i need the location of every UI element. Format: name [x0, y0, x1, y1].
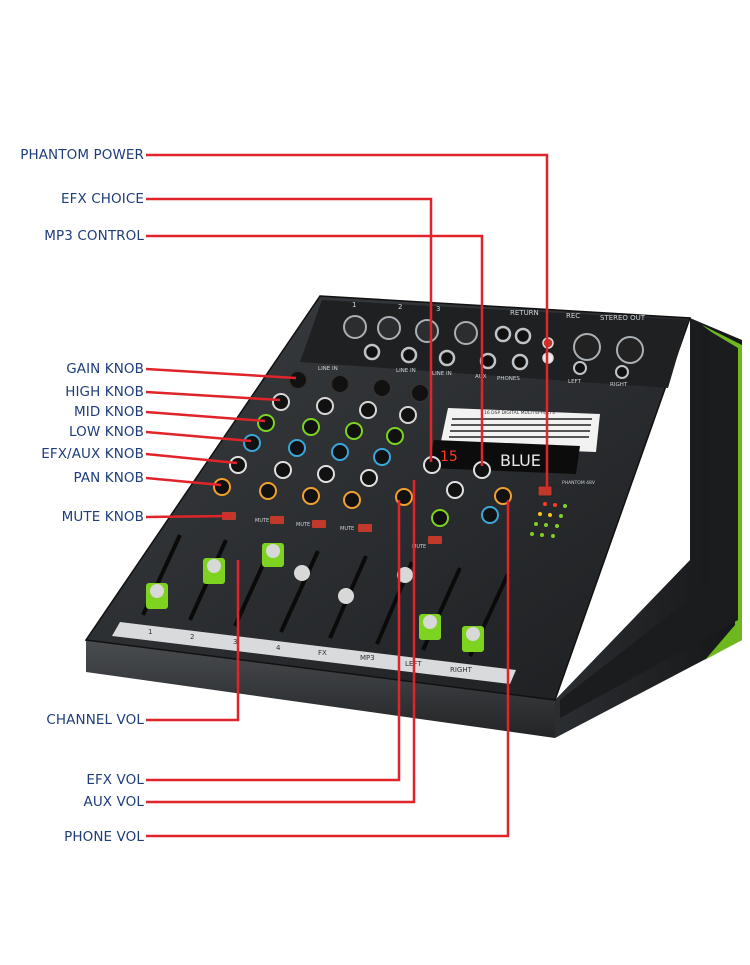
mute-label-2: MUTE	[296, 522, 310, 528]
fader-1	[141, 534, 182, 616]
callout-label-pan-knob: PAN KNOB	[73, 470, 144, 486]
callout-label-aux-vol: AUX VOL	[83, 794, 144, 810]
xlr-jack-3	[415, 319, 439, 343]
top-label-return: RETURN	[510, 309, 539, 317]
callout-label-phone-vol: PHONE VOL	[64, 829, 144, 845]
mute-buttons	[222, 512, 442, 544]
top-label-2: 2	[398, 303, 402, 311]
callout-line-channel-vol	[146, 560, 240, 722]
callout-line-mute	[145, 514, 231, 519]
fader-label-1: 1	[148, 628, 152, 636]
callout-label-phantom-power: PHANTOM POWER	[20, 147, 144, 163]
effect-display	[428, 440, 580, 474]
fader-label-fx: FX	[318, 649, 327, 657]
stereo-out-right	[616, 336, 644, 364]
top-label-1: 1	[352, 301, 356, 309]
channel-4-knobs	[343, 383, 430, 509]
callout-label-efx-choice: EFX CHOICE	[61, 191, 144, 207]
mixer-front-edge	[86, 640, 555, 738]
top-label-stereo-out: STEREO OUT	[600, 314, 646, 322]
xlr-inputs	[343, 315, 478, 345]
callout-label-efx-vol: EFX VOL	[86, 772, 144, 788]
callout-label-channel-vol: CHANNEL VOL	[46, 712, 144, 728]
callout-line-pan	[145, 476, 222, 487]
phantom-switch	[537, 485, 553, 497]
jack-label-6: LEFT	[568, 379, 582, 385]
callout-line-phantom	[146, 153, 549, 490]
top-label-3: 3	[436, 305, 440, 313]
fader-right	[462, 573, 510, 657]
jack-label-1: LINE IN	[318, 366, 338, 372]
callout-line-efx-choice	[146, 197, 433, 462]
stereo-out-jacks	[573, 333, 644, 379]
channel-1-knobs	[213, 370, 308, 496]
fader-3	[233, 543, 284, 627]
xlr-jack-1	[343, 315, 367, 339]
callout-label-gain-knob: GAIN KNOB	[66, 361, 144, 377]
callout-label-low-knob: LOW KNOB	[69, 424, 144, 440]
callout-line-efx-aux	[145, 452, 238, 465]
callout-line-mid	[145, 410, 266, 423]
callout-label-mp3-control: MP3 CONTROL	[44, 228, 144, 244]
efx-list-title: 16 DSP DIGITAL MULTI EFFECTS	[484, 410, 555, 416]
callout-lines	[145, 153, 549, 838]
phantom-label: PHANTOM 48V	[562, 480, 596, 486]
fader-left	[419, 567, 462, 651]
callout-line-gain	[145, 367, 297, 380]
fader-label-3: 3	[233, 638, 237, 646]
mute-label-3: MUTE	[340, 526, 354, 532]
callout-line-mp3	[146, 234, 484, 466]
knob-grid	[213, 370, 512, 527]
mp3-display: BLUE	[500, 451, 541, 470]
effect-counter: 15	[440, 449, 458, 465]
callout-label-mute-knob: MUTE KNOB	[61, 509, 144, 525]
channel-2-knobs	[259, 374, 350, 500]
stereo-out-left	[573, 333, 601, 361]
callout-line-aux-vol	[146, 480, 416, 804]
channel-3-knobs	[302, 378, 392, 505]
callout-label-high-knob: HIGH KNOB	[65, 384, 144, 400]
callout-line-low	[145, 430, 252, 443]
fader-label-mp3: MP3	[360, 654, 375, 662]
faders	[141, 534, 510, 657]
top-label-rec: REC	[566, 312, 580, 320]
mute-label-1: MUTE	[255, 518, 269, 524]
callout-label-efx-aux-knob: EFX/AUX KNOB	[41, 446, 144, 462]
jack-label-2: LINE IN	[396, 368, 416, 374]
fader-label-4: 4	[276, 644, 281, 652]
fader-label-2: 2	[190, 633, 194, 641]
callout-label-mid-knob: MID KNOB	[74, 404, 144, 420]
fader-2	[188, 539, 228, 621]
fader-fx	[328, 555, 368, 639]
callout-line-phone-vol	[146, 500, 510, 838]
fader-4	[279, 550, 320, 633]
jack-label-3: LINE IN	[432, 371, 452, 377]
xlr-jack-2	[377, 316, 401, 340]
master-knobs	[395, 456, 512, 527]
callout-line-high	[145, 390, 281, 402]
xlr-jack-4	[454, 321, 478, 345]
top-section-labels: 1 2 3 RETURN REC STEREO OUT	[352, 301, 646, 322]
callout-line-efx-vol	[146, 500, 401, 782]
jack-label-7: RIGHT	[610, 382, 628, 388]
level-meters	[530, 502, 567, 538]
fader-label-right: RIGHT	[450, 666, 473, 674]
jack-label-5: PHONES	[497, 376, 520, 382]
fader-mp3	[375, 561, 414, 645]
mute-label-4: MUTE	[412, 544, 426, 550]
